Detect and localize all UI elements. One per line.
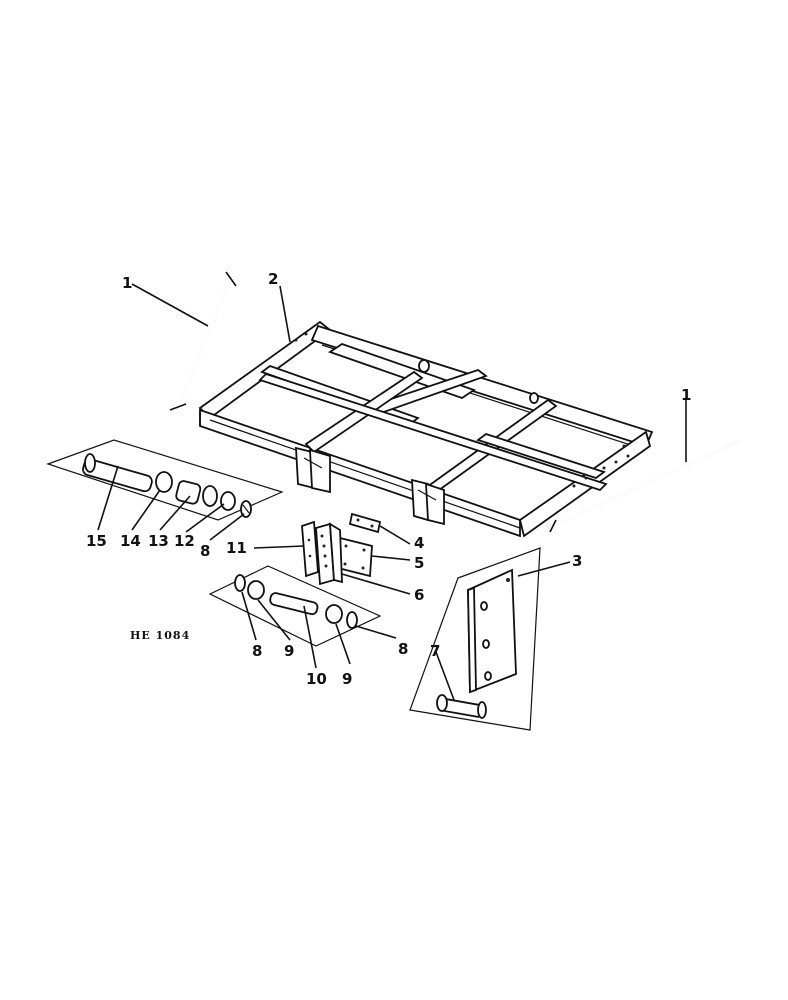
axle-parts-panel [46,439,284,521]
callout-1-left: 1 [122,274,132,292]
callout-11: 11 [226,539,247,557]
callout-1-right: 1 [681,386,691,404]
callout-4: 4 [414,534,424,552]
callout-5: 5 [414,554,424,572]
callout-9-right: 9 [342,670,352,688]
hitch-rod-right [547,441,739,533]
callout-8-right: 8 [398,640,408,658]
callout-2: 2 [268,270,278,288]
callout-3: 3 [572,552,582,570]
drawing-code: HE 1084 [130,629,190,642]
callout-15: 15 [86,532,107,550]
callout-7: 7 [430,642,440,660]
main-frame [198,320,654,538]
callout-8-left: 8 [200,542,210,560]
callout-6: 6 [414,586,424,604]
bracket-parts [301,512,382,586]
mounting-plate-panel [409,547,541,731]
callout-10: 10 [306,670,327,688]
leader-lines [97,283,687,701]
callout-9-left: 9 [284,642,294,660]
callout-labels: 1 2 1 3 4 5 6 11 7 15 14 13 12 8 8 9 10 … [86,270,691,688]
callout-14: 14 [120,532,141,550]
callout-8-mid: 8 [252,642,262,660]
callout-12: 12 [174,532,195,550]
hitch-rod-left [169,271,237,411]
callout-13: 13 [148,532,169,550]
